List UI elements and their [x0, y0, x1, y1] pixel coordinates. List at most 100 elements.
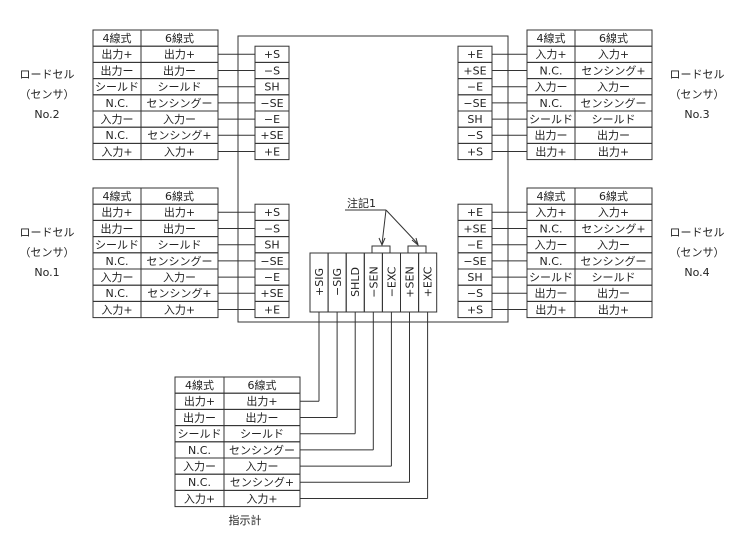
terminal-label: SH [264, 81, 279, 94]
load-cell-label: （センサ） [670, 246, 725, 259]
terminal-label: −S [467, 287, 483, 300]
terminal-label: SH [467, 113, 482, 126]
cell-6wire: 出力ー [597, 128, 630, 142]
indicator-terminal-label: −SIG [331, 268, 344, 296]
cell-4wire: シールド [529, 113, 573, 126]
cell-4wire: シールド [178, 428, 222, 441]
load-cell-label: （センサ） [20, 88, 75, 101]
cell-4wire: 出力ー [535, 286, 568, 300]
cell-6wire: センシングー [147, 254, 213, 268]
load-cell-label: （センサ） [670, 88, 725, 101]
terminal-label: −S [467, 129, 483, 142]
terminal-label: SH [264, 239, 279, 252]
cell-6wire: 出力+ [246, 394, 277, 408]
cell-6wire: 入力ー [163, 271, 196, 284]
cell-4wire: 出力+ [535, 144, 566, 158]
header-6wire: 6線式 [165, 31, 194, 45]
terminal-label: +S [264, 48, 280, 61]
cell-4wire: N.C. [540, 64, 563, 77]
load-cell-label: No.3 [684, 108, 709, 121]
cell-6wire: センシングー [229, 443, 295, 457]
cell-4wire: 入力+ [101, 145, 132, 158]
load-cell-label: No.2 [34, 108, 59, 121]
terminal-label: −E [467, 81, 483, 94]
terminal-label: −S [264, 64, 280, 77]
jumper-bracket [371, 245, 391, 254]
load-cell-label: （センサ） [20, 246, 75, 259]
header-4wire: 4線式 [185, 378, 214, 392]
cell-6wire: センシング+ [230, 475, 294, 489]
cell-4wire: N.C. [106, 129, 129, 142]
cell-6wire: 入力+ [164, 145, 195, 158]
cell-4wire: シールド [95, 81, 139, 94]
cell-6wire: 入力ー [163, 113, 196, 126]
cell-6wire: センシング+ [581, 221, 645, 235]
cell-4wire: N.C. [106, 287, 129, 300]
cell-4wire: 出力+ [101, 47, 132, 61]
terminal-label: SH [467, 271, 482, 284]
terminal-label: −SE [260, 255, 283, 268]
header-4wire: 4線式 [537, 31, 566, 45]
note-label: 注記1 [347, 196, 376, 210]
cell-6wire: センシングー [581, 254, 647, 268]
note-arrow [385, 209, 419, 245]
cell-6wire: 出力ー [163, 63, 196, 77]
header-4wire: 4線式 [103, 31, 132, 45]
terminal-label: +S [467, 303, 483, 316]
cell-6wire: 出力+ [598, 302, 629, 316]
cell-6wire: シールド [158, 81, 202, 94]
terminal-label: +S [264, 206, 280, 219]
cell-4wire: N.C. [188, 444, 211, 457]
load-cell-label: ロードセル [670, 226, 725, 239]
cell-4wire: N.C. [188, 476, 211, 489]
jumper-bracket [407, 245, 427, 254]
header-6wire: 6線式 [248, 378, 277, 392]
cell-6wire: 出力+ [164, 205, 195, 219]
cell-6wire: シールド [592, 271, 636, 284]
terminal-label: −E [264, 271, 280, 284]
cell-4wire: N.C. [540, 97, 563, 110]
cell-6wire: シールド [158, 239, 202, 252]
cell-4wire: 出力ー [101, 63, 134, 77]
terminal-label: −SE [463, 255, 486, 268]
cell-4wire: 入力+ [184, 492, 215, 505]
load-cell-label: ロードセル [20, 226, 75, 239]
cell-4wire: 入力ー [101, 113, 134, 126]
cell-6wire: センシングー [147, 96, 213, 110]
table-cell [574, 142, 653, 161]
header-6wire: 6線式 [599, 31, 628, 45]
terminal-label: −SE [463, 97, 486, 110]
indicator-terminal-label: −EXC [385, 266, 398, 297]
cell-4wire: 出力ー [535, 128, 568, 142]
indicator-terminal-label: −SEN [367, 266, 380, 297]
terminal-label: +SE [260, 287, 283, 300]
cell-4wire: 入力+ [535, 48, 566, 61]
cell-6wire: シールド [592, 113, 636, 126]
load-cell-label: ロードセル [670, 68, 725, 81]
cell-4wire: 入力+ [101, 303, 132, 316]
terminal-label: −SE [260, 97, 283, 110]
cell-4wire: 入力+ [535, 206, 566, 219]
cell-4wire: 出力+ [535, 302, 566, 316]
terminal-label: +S [467, 145, 483, 158]
header-6wire: 6線式 [165, 189, 194, 203]
terminal-label: +SE [463, 222, 486, 235]
cell-4wire: 入力ー [101, 271, 134, 284]
cell-4wire: N.C. [106, 255, 129, 268]
cell-6wire: センシングー [581, 96, 647, 110]
terminal-label: +SE [463, 64, 486, 77]
terminal-label: −S [264, 222, 280, 235]
cell-6wire: 出力ー [597, 286, 630, 300]
cell-4wire: 出力ー [183, 410, 216, 424]
cell-6wire: 出力+ [598, 144, 629, 158]
cell-6wire: シールド [240, 428, 284, 441]
terminal-label: +E [264, 303, 280, 316]
indicator-terminal-label: +EXC [422, 266, 435, 297]
cell-4wire: 入力ー [535, 239, 568, 252]
indicator-terminal-label: +SEN [404, 266, 417, 297]
cell-4wire: N.C. [106, 97, 129, 110]
cell-6wire: センシング+ [581, 63, 645, 77]
load-cell-label: ロードセル [20, 68, 75, 81]
cell-4wire: 出力+ [184, 394, 215, 408]
